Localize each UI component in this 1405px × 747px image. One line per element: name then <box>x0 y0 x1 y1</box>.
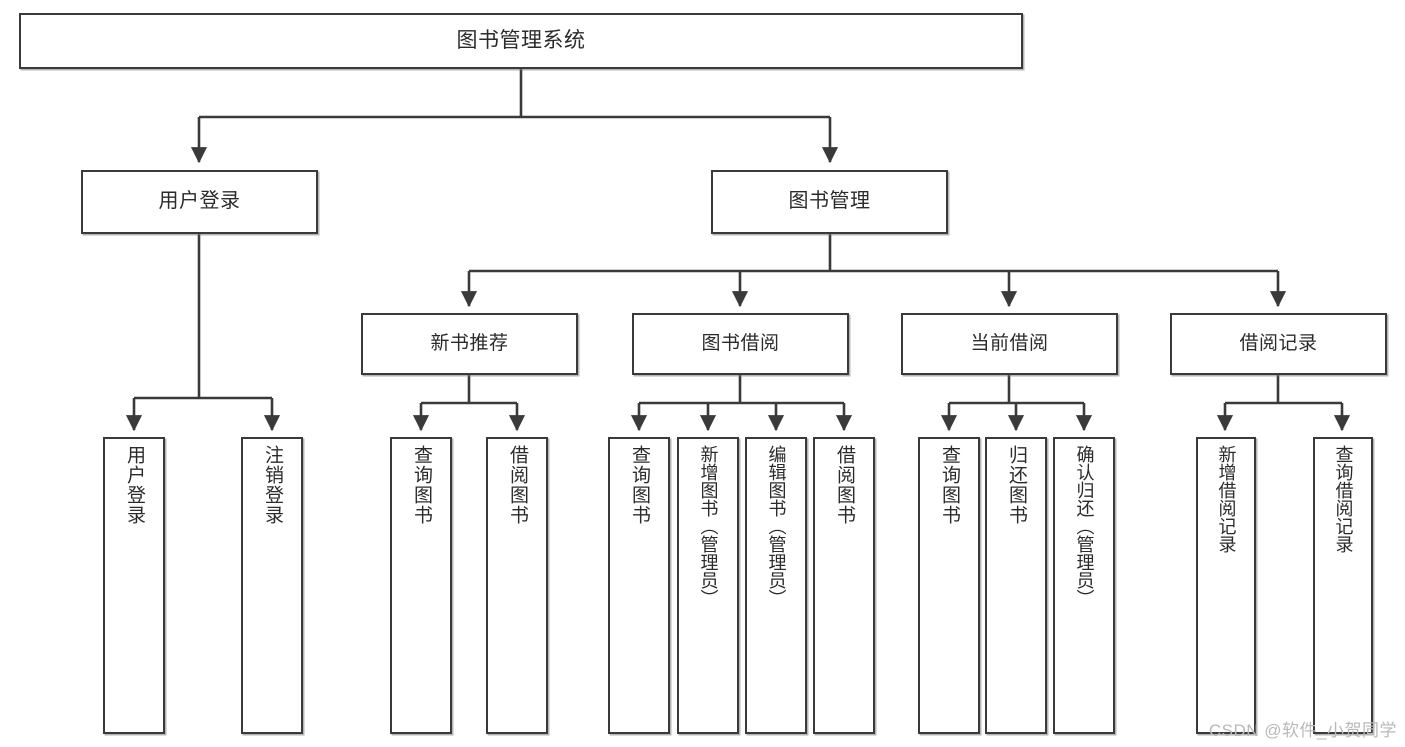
leaf-borrow-add-book-admin[interactable]: 新增图书（管理员） <box>677 437 739 734</box>
node-label: 确认归还（管理员） <box>1074 445 1095 607</box>
node-label: 新增借阅记录 <box>1216 445 1237 553</box>
leaf-records-query-record[interactable]: 查询借阅记录 <box>1313 437 1373 734</box>
leaf-recommend-query-book[interactable]: 查询图书 <box>390 437 452 734</box>
node-label: 新书推荐 <box>430 332 509 354</box>
leaf-user-login-signout[interactable]: 注销登录 <box>241 437 303 734</box>
node-new-book-recommend[interactable]: 新书推荐 <box>361 313 578 375</box>
node-current-borrow[interactable]: 当前借阅 <box>901 313 1118 375</box>
node-label: 图书借阅 <box>701 332 780 354</box>
node-label: 当前借阅 <box>970 332 1049 354</box>
node-label: 借阅记录 <box>1239 332 1318 354</box>
node-label: 图书管理系统 <box>456 28 586 52</box>
node-book-management[interactable]: 图书管理 <box>711 170 948 234</box>
leaf-borrow-edit-book-admin[interactable]: 编辑图书（管理员） <box>745 437 807 734</box>
leaf-current-query-book[interactable]: 查询图书 <box>918 437 980 734</box>
node-label: 归还图书 <box>1005 445 1027 525</box>
leaf-current-confirm-return-admin[interactable]: 确认归还（管理员） <box>1053 437 1115 734</box>
node-label: 编辑图书（管理员） <box>766 445 787 607</box>
node-label: 借阅图书 <box>506 445 528 525</box>
leaf-recommend-borrow-book[interactable]: 借阅图书 <box>486 437 548 734</box>
watermark-text: CSDN @软件_小贺同学 <box>1208 721 1397 740</box>
leaf-current-return-book[interactable]: 归还图书 <box>985 437 1047 734</box>
node-label: 查询图书 <box>938 445 960 525</box>
node-label: 查询图书 <box>628 445 650 525</box>
node-root-system[interactable]: 图书管理系统 <box>19 13 1023 69</box>
node-label: 注销登录 <box>261 445 283 525</box>
node-borrow-records[interactable]: 借阅记录 <box>1170 313 1387 375</box>
node-label: 图书管理 <box>788 190 871 213</box>
node-label: 新增图书（管理员） <box>698 445 719 607</box>
leaf-borrow-query-book[interactable]: 查询图书 <box>608 437 670 734</box>
node-book-borrow[interactable]: 图书借阅 <box>632 313 849 375</box>
node-label: 用户登录 <box>158 190 241 213</box>
node-label: 借阅图书 <box>833 445 855 525</box>
leaf-user-login-signin[interactable]: 用户登录 <box>103 437 165 734</box>
leaf-borrow-borrow-book[interactable]: 借阅图书 <box>813 437 875 734</box>
node-label: 查询借阅记录 <box>1333 445 1354 553</box>
node-label: 用户登录 <box>123 445 145 525</box>
node-user-login[interactable]: 用户登录 <box>81 170 318 234</box>
leaf-records-add-record[interactable]: 新增借阅记录 <box>1196 437 1256 734</box>
node-label: 查询图书 <box>410 445 432 525</box>
